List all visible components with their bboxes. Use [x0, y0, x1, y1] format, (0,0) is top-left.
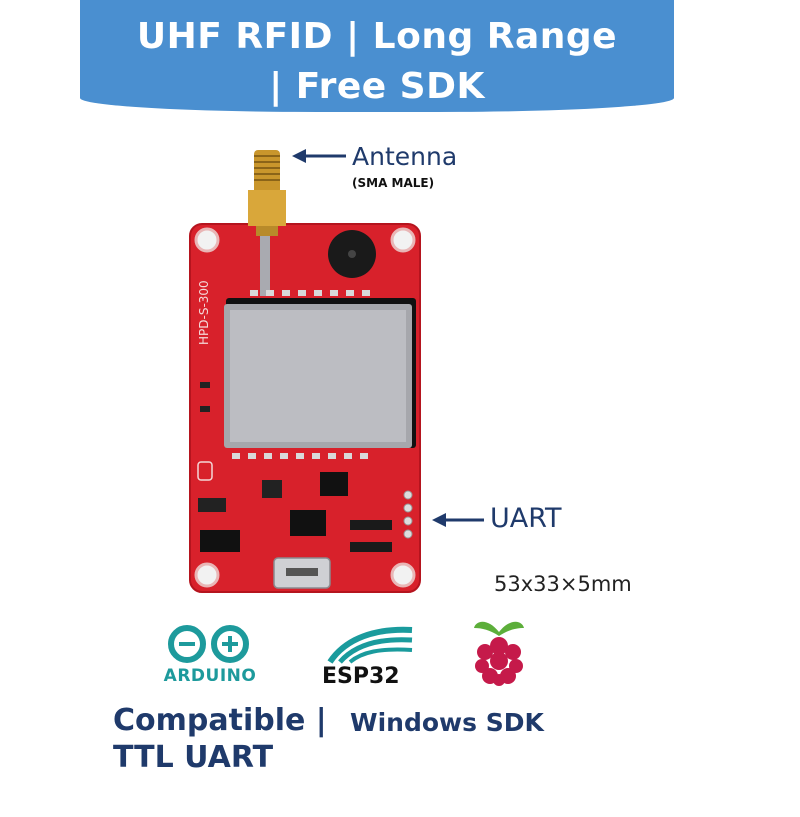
windows-sdk-label: Windows SDK [350, 708, 544, 737]
uart-arrow-icon [432, 513, 484, 527]
esp32-logo-text: ESP32 [322, 664, 400, 689]
arduino-logo-text: ARDUINO [163, 666, 257, 686]
antenna-arrow-icon [292, 149, 346, 163]
raspberry-pi-icon [474, 621, 524, 686]
rfid-board-image: HPD-S-300 [189, 150, 421, 593]
banner-title-line1: UHF RFID | Long Range [136, 16, 618, 57]
antenna-sub-label: (SMA MALE) [352, 176, 435, 190]
board-model-text: HPD-S-300 [197, 280, 211, 345]
arduino-logo-icon [168, 625, 249, 663]
dimensions-label: 53x33×5mm [494, 572, 632, 596]
banner-title-line2: | Free SDK [269, 66, 485, 107]
esp32-logo-icon [327, 626, 413, 664]
header-banner: UHF RFID | Long Range | Free SDK [80, 0, 674, 112]
antenna-label: Antenna [352, 142, 458, 171]
ttl-uart-label: TTL UART [113, 740, 274, 775]
uart-label: UART [490, 503, 562, 534]
compatible-label: Compatible | [113, 703, 327, 738]
